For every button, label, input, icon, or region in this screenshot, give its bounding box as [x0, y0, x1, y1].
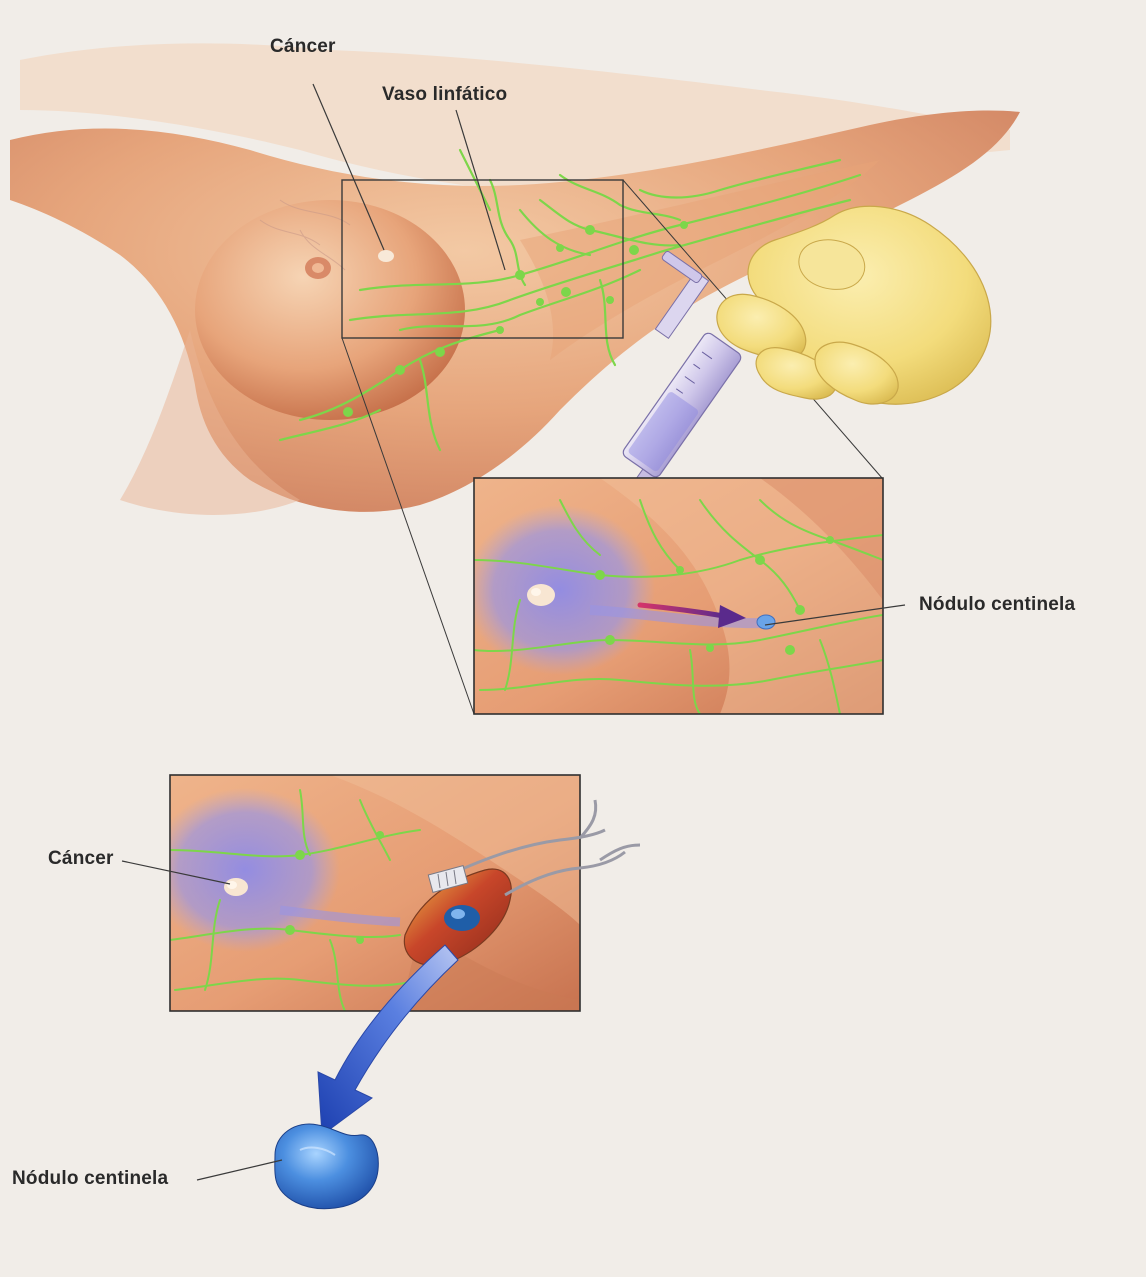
label-lymph-vessel: Vaso linfático [382, 84, 507, 106]
label-cancer-top: Cáncer [270, 36, 336, 58]
label-sentinel-node-inset: Nódulo centinela [919, 594, 1075, 616]
label-cancer-bottom: Cáncer [48, 848, 114, 870]
inset-surgery [150, 775, 580, 1011]
label-sentinel-node-bottom: Nódulo centinela [12, 1168, 168, 1190]
removed-sentinel-node [275, 1124, 379, 1209]
inset-injection [465, 478, 883, 714]
